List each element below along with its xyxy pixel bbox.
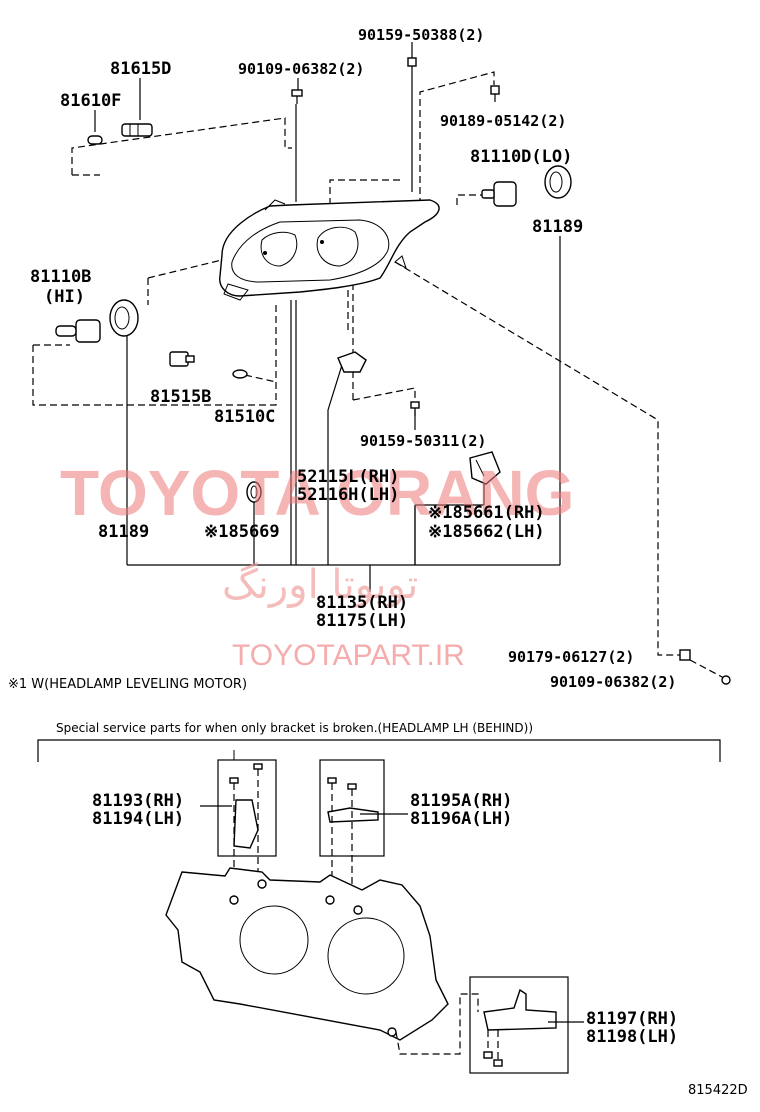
watermark-brand: TOYOTA ORANG xyxy=(60,457,574,529)
label-90159-50311: 90159-50311(2) xyxy=(360,432,486,450)
label-81515B: 81515B xyxy=(150,387,211,407)
label-81189-right: 81189 xyxy=(532,217,583,237)
figure-id: 815422D xyxy=(688,1083,748,1098)
label-85669: ※185669 xyxy=(204,522,280,542)
label-81194: 81194(LH) xyxy=(92,809,184,829)
bracket-81195A xyxy=(327,777,379,892)
box-81197 xyxy=(469,976,569,1074)
upper-labels: 81615D 81610F 90159-50388(2) 90109-06382… xyxy=(30,26,676,691)
nut-90179-06127 xyxy=(679,649,691,661)
label-52116H: 52116H(LH) xyxy=(297,485,399,505)
label-81615D: 81615D xyxy=(110,59,171,79)
label-81193: 81193(RH) xyxy=(92,791,184,811)
bracket-81193 xyxy=(229,750,263,890)
label-81197: 81197(RH) xyxy=(586,1009,678,1029)
label-81196A: 81196A(LH) xyxy=(410,809,512,829)
leveling-motor-85661 xyxy=(469,451,501,485)
cap-81189-left xyxy=(109,299,139,337)
screw-90189-05142 xyxy=(490,85,500,102)
upper-parts xyxy=(55,57,731,685)
footnote: ※1 W(HEADLAMP LEVELING MOTOR) xyxy=(8,677,247,692)
box-81193 xyxy=(217,759,277,857)
label-81110B: 81110B xyxy=(30,267,91,287)
screw-90159-50311 xyxy=(410,401,420,416)
special-service-note: Special service parts for when only brac… xyxy=(56,721,533,735)
watermark-persian: تویوتا اورنگ xyxy=(222,562,418,608)
label-81135: 81135(RH) xyxy=(316,593,408,613)
label-81110D: 81110D(LO) xyxy=(470,147,572,167)
leader-lines xyxy=(94,42,561,592)
bulb-81110B xyxy=(55,319,101,343)
label-52115L: 52115L(RH) xyxy=(297,467,399,487)
label-85662: ※185662(LH) xyxy=(428,522,545,542)
bulb-81610F xyxy=(87,135,103,145)
label-81510C: 81510C xyxy=(214,407,275,427)
label-81610F: 81610F xyxy=(60,91,121,111)
watermark-url: TOYOTAPART.IR xyxy=(232,639,465,672)
headlamp-housing xyxy=(219,199,440,301)
bolt-90109-06382-bottom xyxy=(721,675,731,685)
bulb-81510C xyxy=(232,369,248,379)
label-85661: ※185661(RH) xyxy=(428,503,545,523)
lower-labels: 81193(RH) 81194(LH) 81195A(RH) 81196A(LH… xyxy=(92,791,678,1047)
label-81175: 81175(LH) xyxy=(316,611,408,631)
label-90159-50388: 90159-50388(2) xyxy=(358,26,484,44)
label-81110B-hi: (HI) xyxy=(44,287,85,307)
label-90109-06382-bottom: 90109-06382(2) xyxy=(550,673,676,691)
bulb-81615D xyxy=(121,123,153,137)
screw-90109-06382-top xyxy=(291,89,303,104)
label-81198: 81198(LH) xyxy=(586,1027,678,1047)
label-90109-06382-top: 90109-06382(2) xyxy=(238,60,364,78)
dash-bolt-link xyxy=(689,659,725,679)
oring-85669 xyxy=(246,481,262,503)
cap-81189-right xyxy=(544,165,572,199)
bulb-81110D xyxy=(481,181,517,207)
headlamp-back-plate xyxy=(165,867,479,1055)
label-81195A: 81195A(RH) xyxy=(410,791,512,811)
socket-81515B xyxy=(169,351,195,367)
bracket-81197 xyxy=(483,988,557,1067)
label-90179-06127: 90179-06127(2) xyxy=(508,648,634,666)
screw-90159-50388 xyxy=(407,57,417,74)
label-90189-05142: 90189-05142(2) xyxy=(440,112,566,130)
bracket-52115L xyxy=(337,351,367,373)
special-section-bracket xyxy=(37,739,721,762)
label-81189-left: 81189 xyxy=(98,522,149,542)
